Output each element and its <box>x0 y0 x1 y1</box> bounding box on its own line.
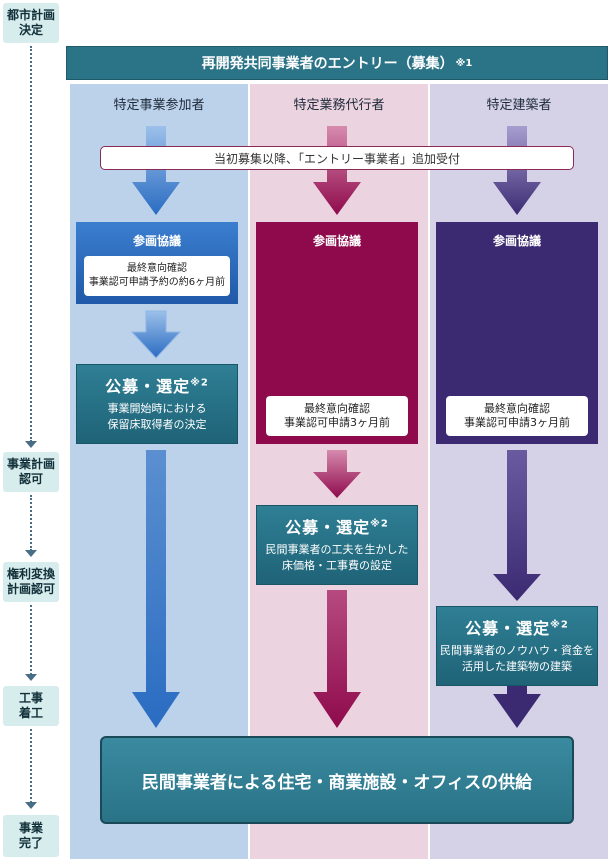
discussion-title: 参画協議 <box>312 234 361 248</box>
stage-project-complete: 事業 完了 <box>3 815 59 857</box>
stage-city-planning: 都市計画 決定 <box>3 3 59 43</box>
arrow-down-icon <box>493 686 541 728</box>
discussion-title: 参画協議 <box>492 234 541 248</box>
selection-desc: 民間事業者のノウハウ・資金を 活用した建築物の建築 <box>440 644 594 673</box>
selection-box-participant: 公募・選定※2 事業開始時における 保留床取得者の決定 <box>76 364 238 444</box>
discussion-note: 最終意向確認 事業認可申請予約の約6ヶ月前 <box>84 256 230 296</box>
timeline-dots <box>30 729 32 803</box>
discussion-note: 最終意向確認 事業認可申請3ヶ月前 <box>446 396 588 436</box>
arrow-down-icon <box>130 310 182 359</box>
timeline-dots <box>30 605 32 675</box>
stage-project-approval: 事業計画 認可 <box>3 452 59 492</box>
column-title: 特定事業参加者 <box>113 98 205 113</box>
timeline-arrow-icon <box>25 441 37 448</box>
supply-text: 民間事業者による住宅・商業施設・オフィスの供給 <box>141 772 533 793</box>
additional-entry-text: 当初募集以降、「エントリー事業者」追加受付 <box>213 151 460 166</box>
discussion-box-builder: 参画協議 最終意向確認 事業認可申請3ヶ月前 <box>436 222 598 444</box>
arrow-down-icon <box>493 126 541 215</box>
selection-title: 公募・選定※2 <box>285 518 389 537</box>
selection-title: 公募・選定※2 <box>465 619 569 638</box>
header-title: 再開発共同事業者のエントリー（募集） <box>201 56 454 72</box>
selection-desc: 民間事業者の工夫を生かした 床価格・工事費の設定 <box>265 543 409 572</box>
arrow-down-icon <box>493 450 541 601</box>
header-note: ※1 <box>455 57 473 69</box>
column-title: 特定業務代行者 <box>293 98 385 113</box>
selection-title: 公募・選定※2 <box>105 377 209 396</box>
selection-box-builder: 公募・選定※2 民間事業者のノウハウ・資金を 活用した建築物の建築 <box>436 606 598 686</box>
discussion-title: 参画協議 <box>132 234 181 248</box>
arrow-down-icon <box>313 126 361 215</box>
discussion-note: 最終意向確認 事業認可申請3ヶ月前 <box>266 396 408 436</box>
selection-desc: 事業開始時における 保留床取得者の決定 <box>107 402 207 431</box>
timeline-arrow-icon <box>25 802 37 809</box>
selection-box-agent: 公募・選定※2 民間事業者の工夫を生かした 床価格・工事費の設定 <box>256 505 418 585</box>
arrow-down-icon <box>313 590 361 728</box>
entry-header: 再開発共同事業者のエントリー（募集）※1 <box>66 46 608 80</box>
discussion-box-agent: 参画協議 最終意向確認 事業認可申請3ヶ月前 <box>256 222 418 444</box>
timeline-arrow-icon <box>25 550 37 557</box>
arrow-down-icon <box>132 126 180 215</box>
column-title: 特定建築者 <box>486 98 552 113</box>
discussion-box-participant: 参画協議 最終意向確認 事業認可申請予約の約6ヶ月前 <box>76 222 238 304</box>
timeline-arrow-icon <box>25 674 37 681</box>
supply-box: 民間事業者による住宅・商業施設・オフィスの供給 <box>100 736 574 824</box>
additional-entry-bar: 当初募集以降、「エントリー事業者」追加受付 <box>100 146 574 170</box>
timeline-dots <box>30 46 32 442</box>
timeline-dots <box>30 495 32 551</box>
stage-rights-conversion: 権利変換 計画認可 <box>3 562 59 602</box>
arrow-down-icon <box>313 450 361 498</box>
arrow-down-icon <box>132 450 180 728</box>
stage-construction-start: 工事 着工 <box>3 686 59 726</box>
